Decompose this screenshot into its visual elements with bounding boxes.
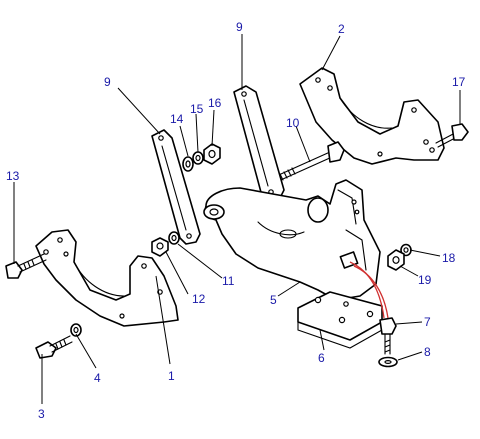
part-3-bolt (35, 335, 73, 359)
part-5-main-casting (203, 179, 381, 301)
callout-11: 11 (222, 274, 235, 288)
callout-13: 13 (6, 169, 20, 183)
callout-6: 6 (318, 351, 325, 365)
callout-12: 12 (192, 292, 206, 306)
part-13-bolt (5, 253, 47, 279)
part-12-washer (151, 237, 169, 257)
callout-1: 1 (168, 369, 175, 383)
callout-7: 7 (424, 315, 431, 329)
callout-4: 4 (94, 371, 101, 385)
part-9-slotted-strap-left (151, 129, 201, 245)
callout-9-right: 9 (236, 20, 243, 34)
callout-10: 10 (286, 116, 300, 130)
callout-17: 17 (452, 75, 466, 89)
callout-19: 19 (418, 273, 432, 287)
part-9-slotted-strap-right (233, 85, 285, 201)
callout-9-left: 9 (104, 75, 111, 89)
callout-5: 5 (270, 293, 277, 307)
callout-labels: 1 2 3 4 5 6 7 8 9 9 10 11 12 13 14 15 16… (6, 20, 466, 421)
callout-15: 15 (190, 102, 204, 116)
part-10-long-bolt (271, 141, 345, 184)
part-17-bolt (435, 123, 469, 148)
part-11-nut (168, 231, 180, 245)
wire-harness (349, 261, 389, 319)
part-4-washer (70, 323, 82, 337)
part-19-nut (387, 249, 405, 271)
part-2-upper-bracket (299, 67, 445, 165)
part-16-nut (203, 143, 221, 165)
callout-18: 18 (442, 251, 456, 265)
part-1-lower-bracket (35, 229, 179, 327)
leader-lines (13, 34, 461, 404)
part-7-bolt (379, 317, 397, 355)
callout-16: 16 (208, 96, 222, 110)
callout-3: 3 (38, 407, 45, 421)
callout-2: 2 (338, 22, 345, 36)
part-6-base-plate (297, 291, 383, 349)
callout-14: 14 (170, 112, 184, 126)
part-8-washer (378, 356, 398, 368)
part-14-washer (182, 156, 194, 172)
part-15-lock-washer (192, 151, 204, 165)
callout-8: 8 (424, 345, 431, 359)
